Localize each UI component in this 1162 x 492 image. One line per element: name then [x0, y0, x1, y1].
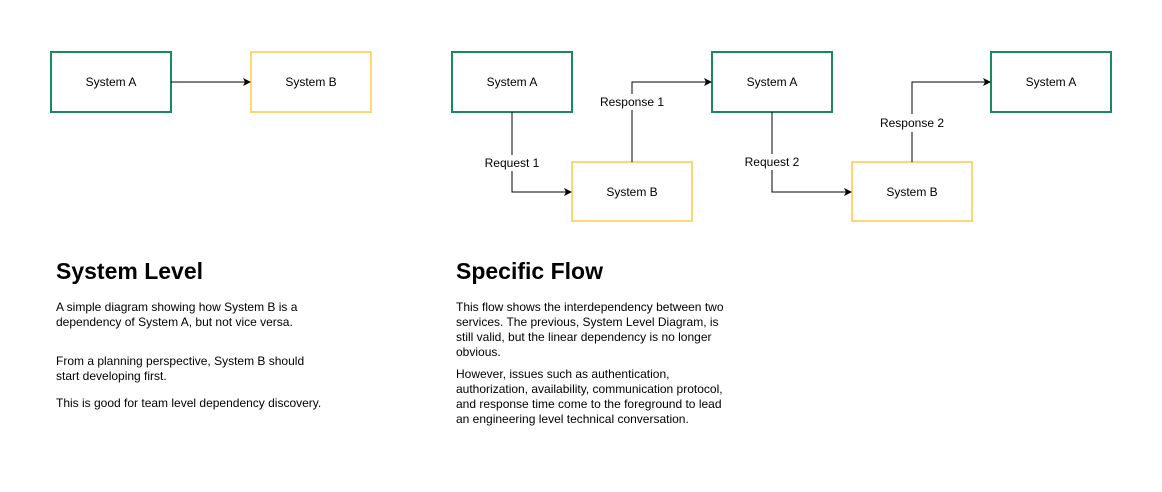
response-2-connector	[911, 78, 991, 162]
request-2-label: Request 2	[745, 155, 800, 169]
response-2-label: Response 2	[880, 116, 944, 130]
specific-flow-paragraph: However, issues such as authentication, …	[456, 367, 723, 426]
specific-flow-title: Specific Flow	[456, 258, 603, 284]
request-2-connector	[771, 112, 852, 196]
request-1-connector	[511, 112, 572, 196]
edge-label-bg	[740, 154, 804, 170]
flow-node-label: System B	[606, 185, 657, 199]
specific-flow-paragraph: This flow shows the interdependency betw…	[456, 300, 724, 359]
response-1-label: Response 1	[600, 95, 664, 109]
edge-label-bg	[480, 155, 544, 171]
flow-node-system-a-2[interactable]	[711, 51, 833, 113]
flow-node-label: System A	[487, 75, 538, 89]
system-a-label: System A	[86, 75, 137, 89]
response-1-connector	[631, 78, 712, 162]
system-a-node[interactable]	[50, 51, 172, 113]
flow-node-system-a-3[interactable]	[990, 51, 1112, 113]
flow-node-label: System A	[1026, 75, 1077, 89]
system-level-paragraph: This is good for team level dependency d…	[56, 396, 322, 410]
flow-node-system-a-1[interactable]	[451, 51, 573, 113]
flow-node-label: System A	[747, 75, 798, 89]
system-level-paragraph: From a planning perspective, System B sh…	[56, 354, 305, 383]
request-1-label: Request 1	[485, 156, 540, 170]
system-level-diagram: System A System B	[50, 51, 372, 113]
system-b-node[interactable]	[250, 51, 372, 113]
system-b-label: System B	[285, 75, 336, 89]
specific-flow-diagram: System A System B System A System B Syst…	[451, 51, 1112, 222]
system-level-title: System Level	[56, 258, 204, 284]
edge-label-bg	[876, 114, 948, 132]
edge-label-bg	[598, 94, 666, 110]
flow-node-label: System B	[886, 185, 937, 199]
system-level-paragraph: A simple diagram showing how System B is…	[56, 300, 298, 329]
